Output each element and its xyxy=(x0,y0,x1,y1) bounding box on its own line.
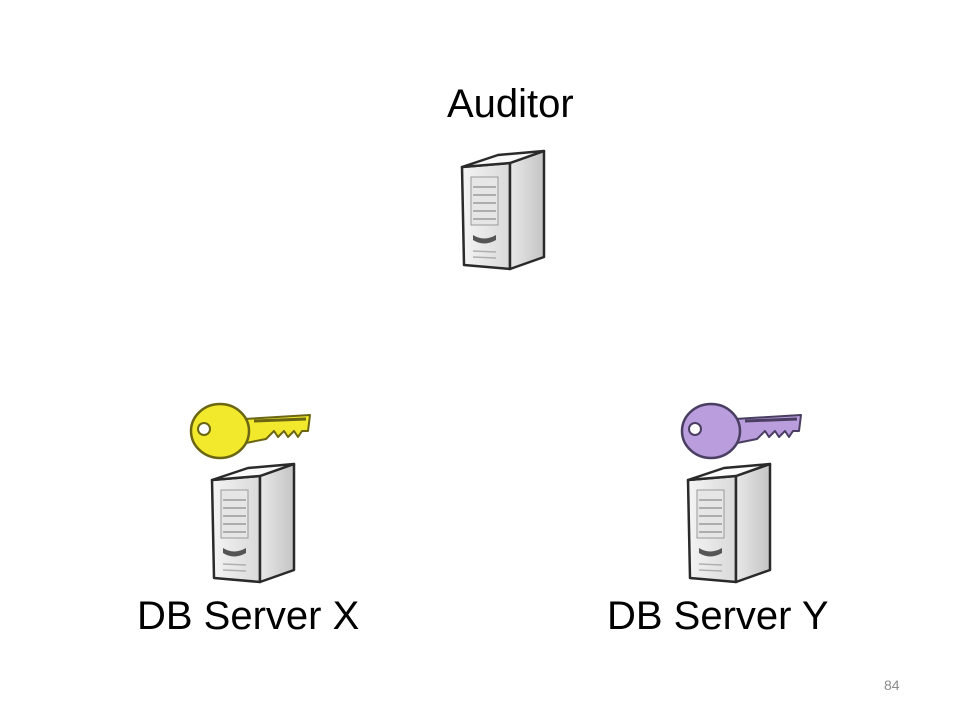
auditor-label: Auditor xyxy=(447,82,574,126)
db-server-y-icon xyxy=(684,460,774,584)
db-server-y-key-icon xyxy=(680,402,802,460)
db-server-x-label: DB Server X xyxy=(137,594,360,638)
page-number: 84 xyxy=(884,677,900,693)
db-server-x-key-icon xyxy=(189,402,311,460)
auditor-server-icon xyxy=(458,147,548,271)
db-server-x-icon xyxy=(208,460,298,584)
db-server-y-label: DB Server Y xyxy=(607,594,829,638)
